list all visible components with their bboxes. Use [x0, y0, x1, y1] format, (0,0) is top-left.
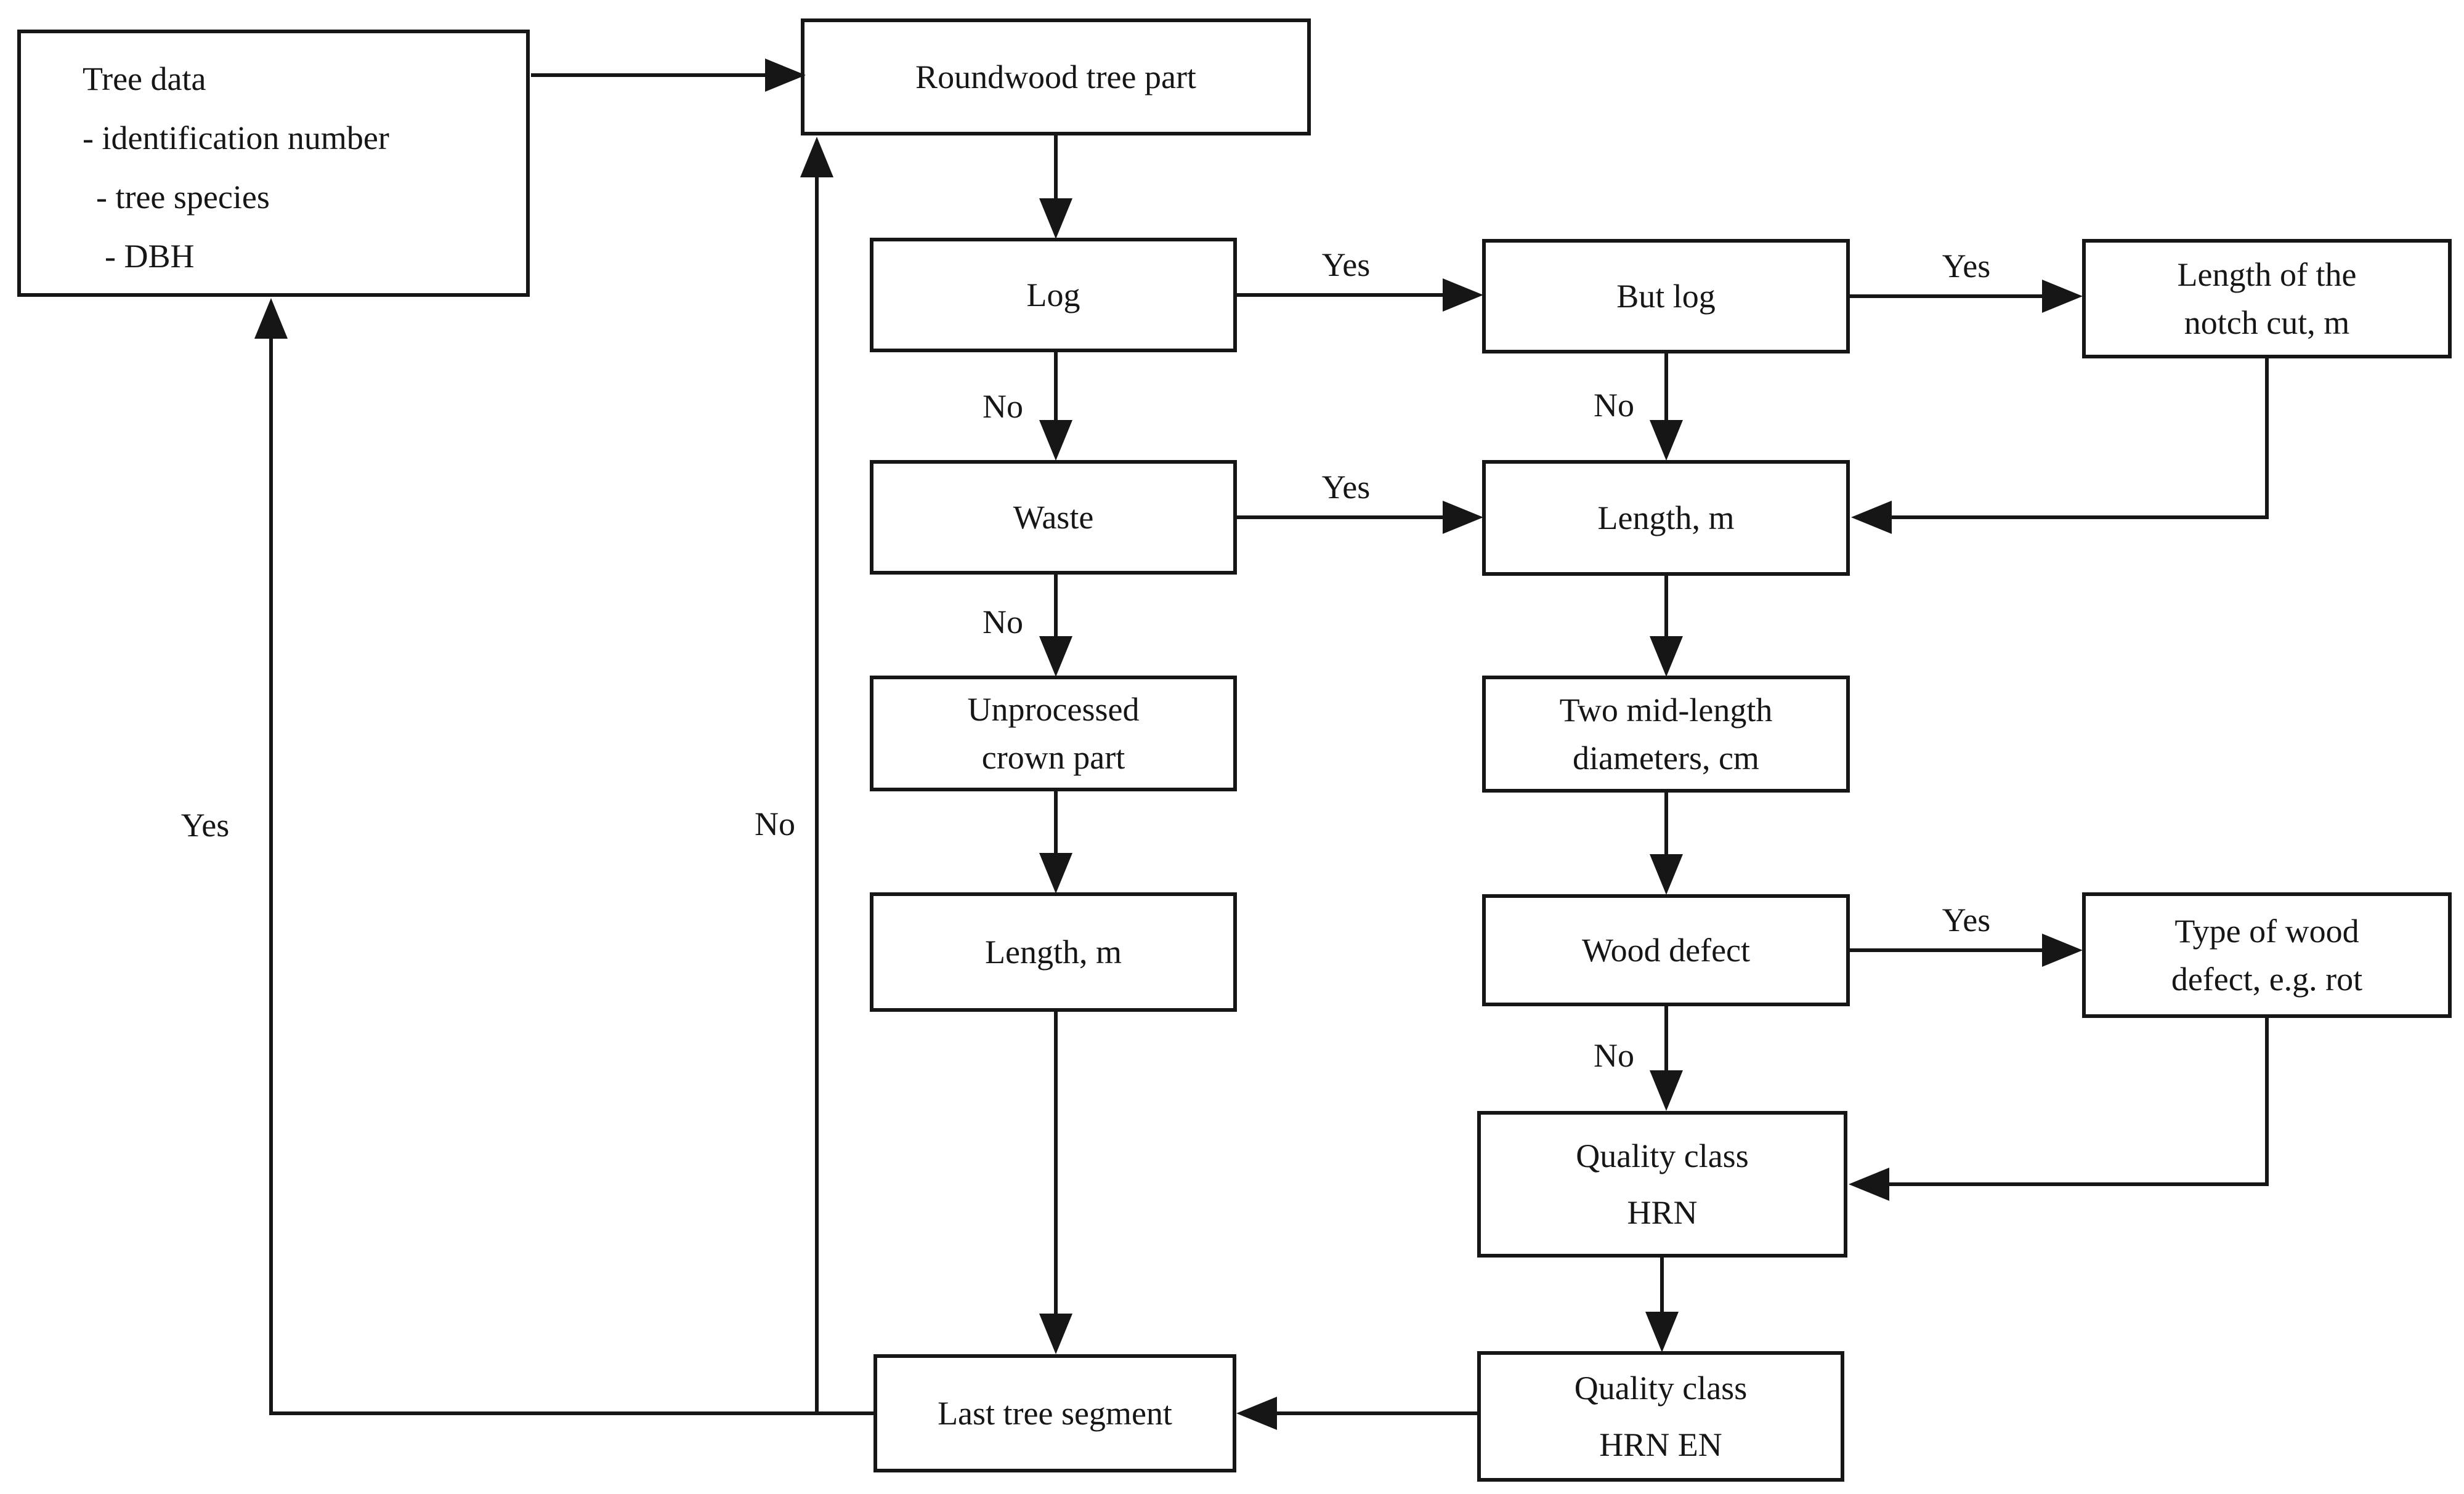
node-length-of-notch-cut: Length of the notch cut, m	[2082, 239, 2452, 358]
connector-line	[1664, 576, 1668, 636]
edge-label-yes: Yes	[177, 806, 233, 844]
connector-line	[1850, 948, 2042, 952]
arrow-up-icon	[254, 298, 288, 339]
connector-line	[1054, 1012, 1058, 1314]
arrow-down-icon	[1039, 1314, 1072, 1354]
connector-line	[1892, 515, 2269, 519]
arrow-down-icon	[1650, 636, 1683, 677]
node-line: Log	[1026, 277, 1080, 313]
node-line: Wood defect	[1581, 932, 1751, 969]
node-quality-class-hrn: Quality class HRN	[1477, 1111, 1847, 1258]
edge-label-yes: Yes	[1938, 247, 1995, 285]
node-line: HRN	[1627, 1194, 1698, 1231]
arrow-down-icon	[1039, 420, 1072, 461]
edge-label-no: No	[751, 805, 799, 843]
arrow-right-icon	[1443, 278, 1483, 312]
node-type-of-wood-defect: Type of wood defect, e.g. rot	[2082, 892, 2452, 1018]
connector-line	[531, 73, 765, 77]
arrow-down-icon	[1645, 1312, 1679, 1352]
arrow-left-icon	[1851, 501, 1892, 534]
connector-line	[1237, 515, 1443, 519]
edge-label-no: No	[979, 603, 1027, 641]
node-line: Length, m	[985, 934, 1122, 971]
connector-line	[1054, 575, 1058, 636]
connector-line	[1660, 1258, 1664, 1312]
arrow-right-icon	[765, 59, 806, 92]
node-length-m-right: Length, m	[1482, 460, 1850, 576]
node-line: Quality class	[1574, 1370, 1748, 1407]
node-line: notch cut, m	[2184, 304, 2350, 341]
node-quality-class-hrn-en: Quality class HRN EN	[1477, 1351, 1844, 1482]
node-line: - identification number	[83, 119, 389, 156]
connector-line	[269, 1411, 875, 1415]
arrow-left-icon	[1236, 1397, 1277, 1430]
node-length-m-left: Length, m	[870, 892, 1237, 1012]
node-line: Tree data	[83, 60, 206, 97]
node-line: defect, e.g. rot	[2171, 961, 2363, 998]
connector-line	[1850, 294, 2042, 298]
node-two-mid-length-diameters: Two mid-length diameters, cm	[1482, 676, 1850, 793]
node-line: Roundwood tree part	[915, 59, 1196, 95]
node-but-log: But log	[1482, 239, 1850, 353]
node-line: HRN EN	[1599, 1426, 1722, 1463]
connector-line	[1054, 135, 1058, 198]
connector-line	[1664, 1006, 1668, 1070]
node-line: - DBH	[105, 238, 195, 275]
node-unprocessed-crown-part: Unprocessed crown part	[870, 676, 1237, 791]
node-line: Waste	[1013, 499, 1094, 536]
edge-label-no: No	[1590, 386, 1638, 424]
arrow-right-icon	[2042, 280, 2083, 313]
arrow-down-icon	[1039, 853, 1072, 894]
connector-line	[2265, 1018, 2269, 1186]
arrow-down-icon	[1650, 420, 1683, 461]
edge-label-no: No	[979, 387, 1027, 426]
node-line: Length, m	[1597, 499, 1735, 536]
node-line: crown part	[981, 739, 1125, 776]
node-tree-data: Tree data - identification number - tree…	[17, 30, 530, 297]
connector-line	[1277, 1411, 1477, 1415]
connector-line	[1664, 793, 1668, 854]
arrow-down-icon	[1039, 636, 1072, 677]
node-roundwood-tree-part: Roundwood tree part	[801, 18, 1311, 135]
node-line: Length of the	[2177, 256, 2357, 293]
connector-line	[815, 177, 819, 1415]
connector-line	[1889, 1182, 2269, 1186]
arrow-down-icon	[1650, 1070, 1683, 1111]
node-line: Type of wood	[2174, 913, 2359, 950]
node-line: Last tree segment	[938, 1395, 1172, 1432]
connector-line	[1237, 293, 1443, 297]
connector-line	[1664, 353, 1668, 420]
arrow-right-icon	[2042, 934, 2083, 967]
node-line: Unprocessed	[967, 691, 1140, 728]
node-last-tree-segment: Last tree segment	[873, 1354, 1236, 1472]
arrow-up-icon	[800, 137, 833, 177]
node-line: Two mid-length	[1559, 692, 1773, 729]
connector-line	[1054, 791, 1058, 853]
edge-label-yes: Yes	[1938, 901, 1995, 939]
arrow-down-icon	[1650, 854, 1683, 895]
connector-line	[269, 339, 273, 1415]
arrow-left-icon	[1849, 1168, 1889, 1201]
arrow-down-icon	[1039, 198, 1072, 239]
node-log: Log	[870, 238, 1237, 352]
edge-label-yes: Yes	[1318, 468, 1374, 506]
connector-line	[1054, 352, 1058, 420]
node-wood-defect: Wood defect	[1482, 894, 1850, 1006]
edge-label-no: No	[1590, 1036, 1638, 1075]
arrow-right-icon	[1443, 501, 1483, 534]
node-line: - tree species	[96, 179, 270, 216]
node-line: But log	[1616, 278, 1716, 315]
edge-label-yes: Yes	[1318, 246, 1374, 284]
connector-line	[2265, 358, 2269, 519]
node-line: diameters, cm	[1573, 740, 1759, 777]
node-waste: Waste	[870, 460, 1237, 575]
node-line: Quality class	[1576, 1137, 1749, 1174]
